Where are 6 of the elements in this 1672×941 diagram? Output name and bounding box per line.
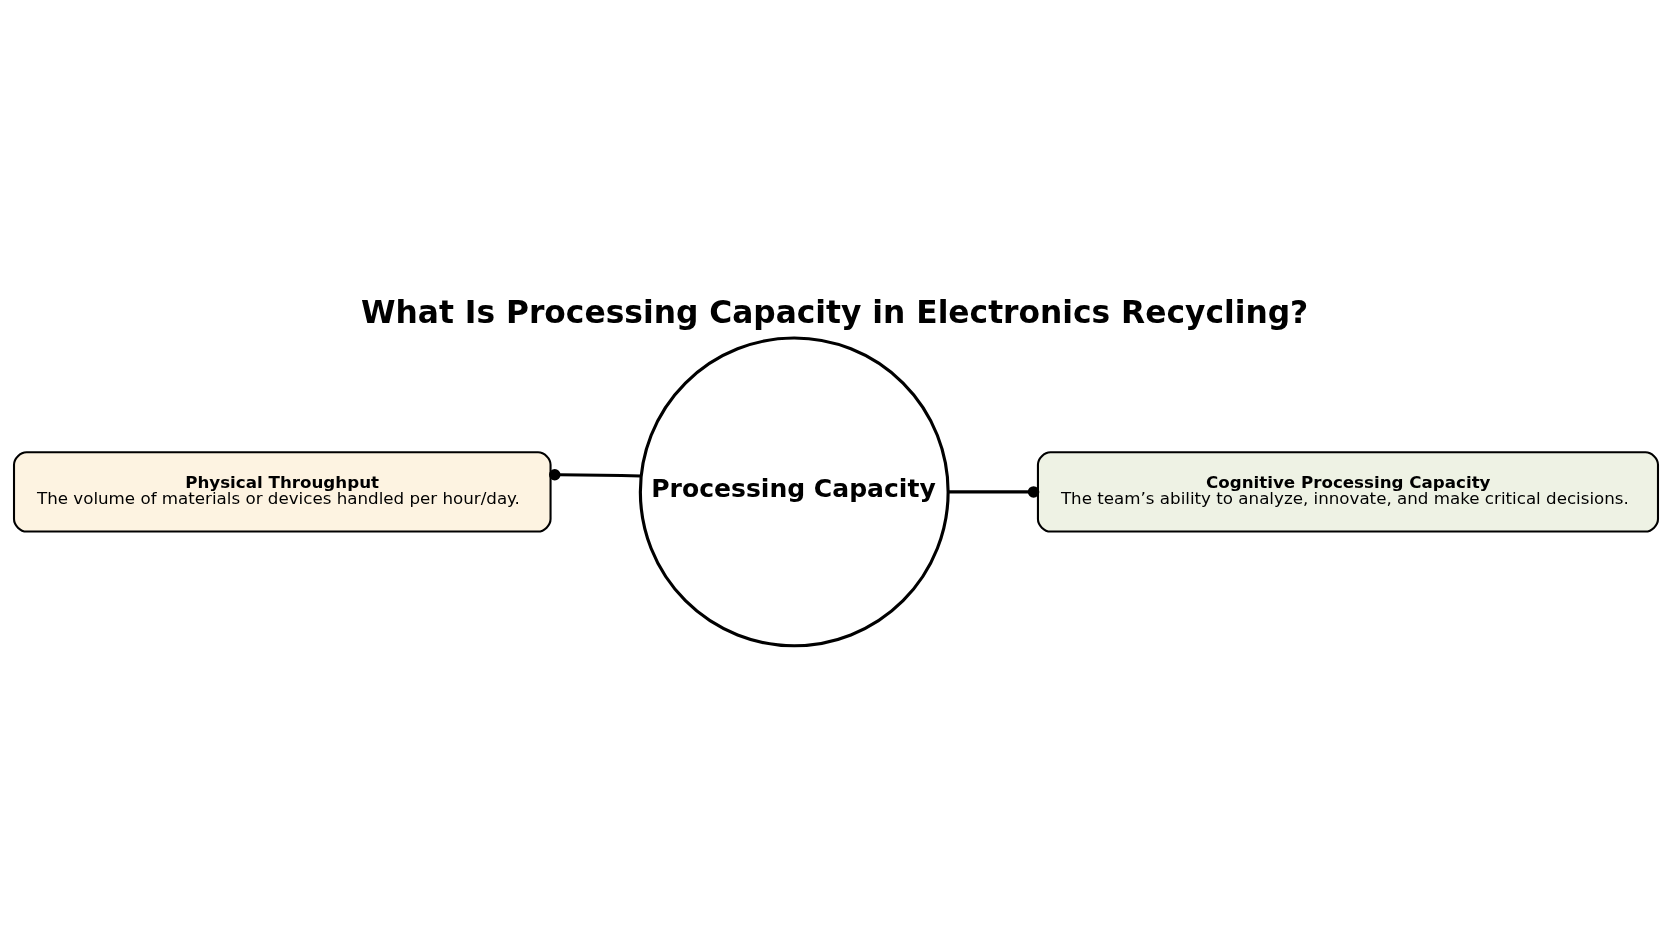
node-circle: Processing Capacity bbox=[638, 336, 950, 648]
node-box: Physical Throughput The volume of materials or devices handled per hour/day. bbox=[12, 451, 552, 533]
node-box: Cognitive Processing Capacity The team’s ability to analyze, innovate, and make critical decisions. bbox=[1036, 451, 1660, 533]
connector bbox=[549, 468, 641, 481]
connector bbox=[948, 486, 1040, 498]
diagram-title: What Is Processing Capacity in Electronics Recycling? bbox=[361, 294, 1309, 331]
